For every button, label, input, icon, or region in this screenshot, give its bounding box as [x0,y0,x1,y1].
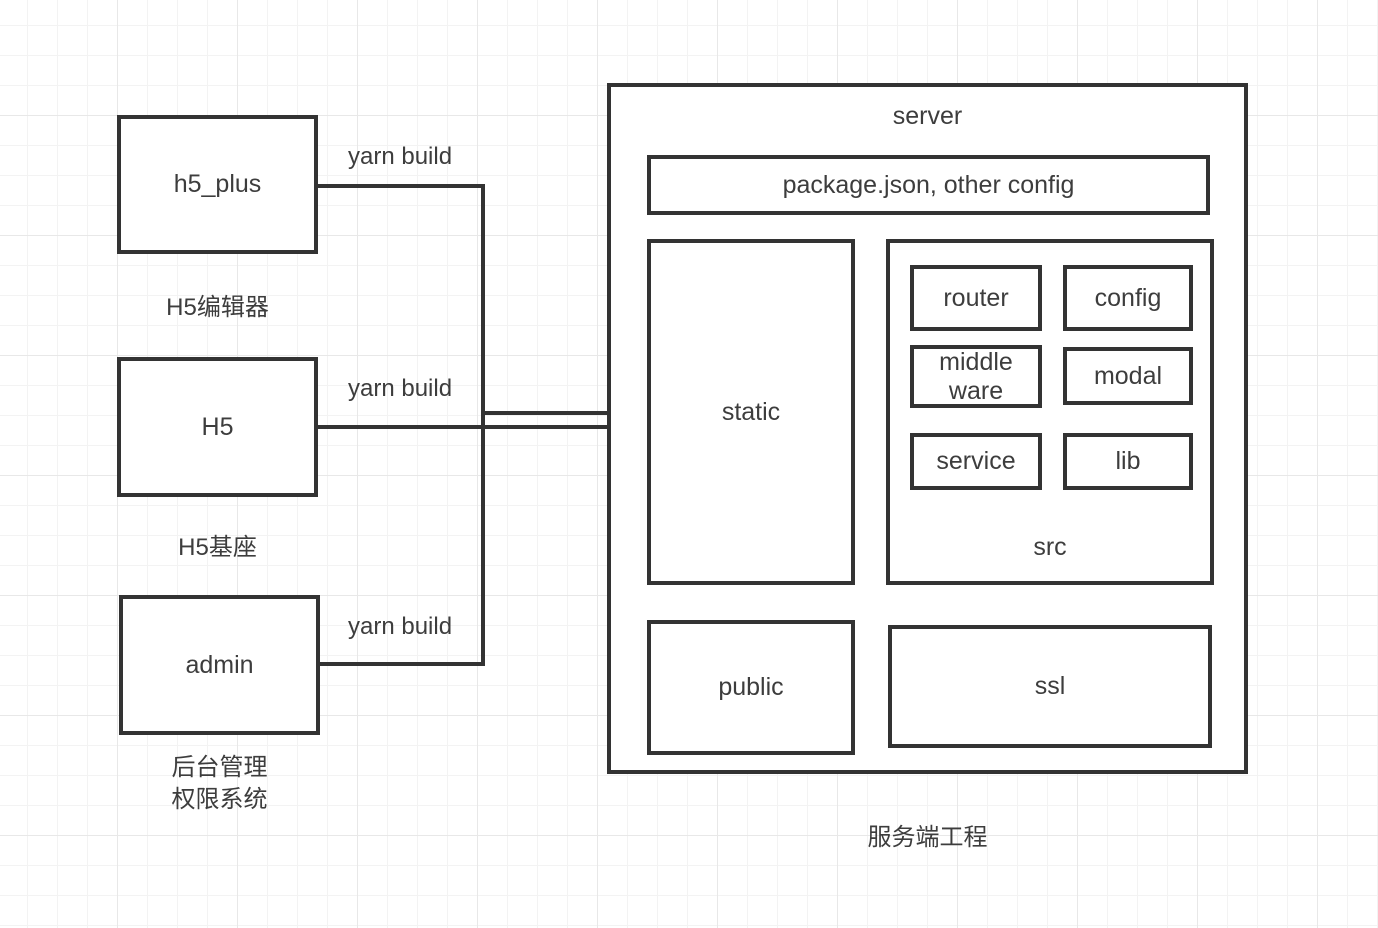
node-public: public [647,620,855,755]
node-h5-caption: H5基座 [178,534,257,561]
node-service: service [910,433,1042,490]
node-package-json-config: package.json, other config [647,155,1210,215]
node-modal: modal [1063,347,1193,405]
node-admin: admin [119,595,320,735]
edge-label-yarn-build-2: yarn build [348,375,453,402]
node-middleware: middle ware [910,345,1042,408]
node-lib: lib [1063,433,1193,490]
node-h5-plus-label: h5_plus [173,170,262,199]
node-h5-label: H5 [201,412,234,441]
node-h5: H5 [117,357,318,497]
node-router: router [910,265,1042,331]
edge-label-yarn-build-3: yarn build [348,613,453,640]
node-config: config [1063,265,1193,331]
node-admin-label: admin [185,650,254,679]
server-title: server [892,102,963,130]
node-static: static [647,239,855,585]
node-h5-plus: h5_plus [117,115,318,254]
node-ssl: ssl [888,625,1212,748]
node-h5-plus-caption: H5编辑器 [166,294,269,321]
src-label: src [1033,533,1067,561]
edge-label-yarn-build-1: yarn build [348,143,453,170]
node-admin-caption: 后台管理 权限系统 [171,754,268,814]
server-caption: 服务端工程 [867,824,988,851]
